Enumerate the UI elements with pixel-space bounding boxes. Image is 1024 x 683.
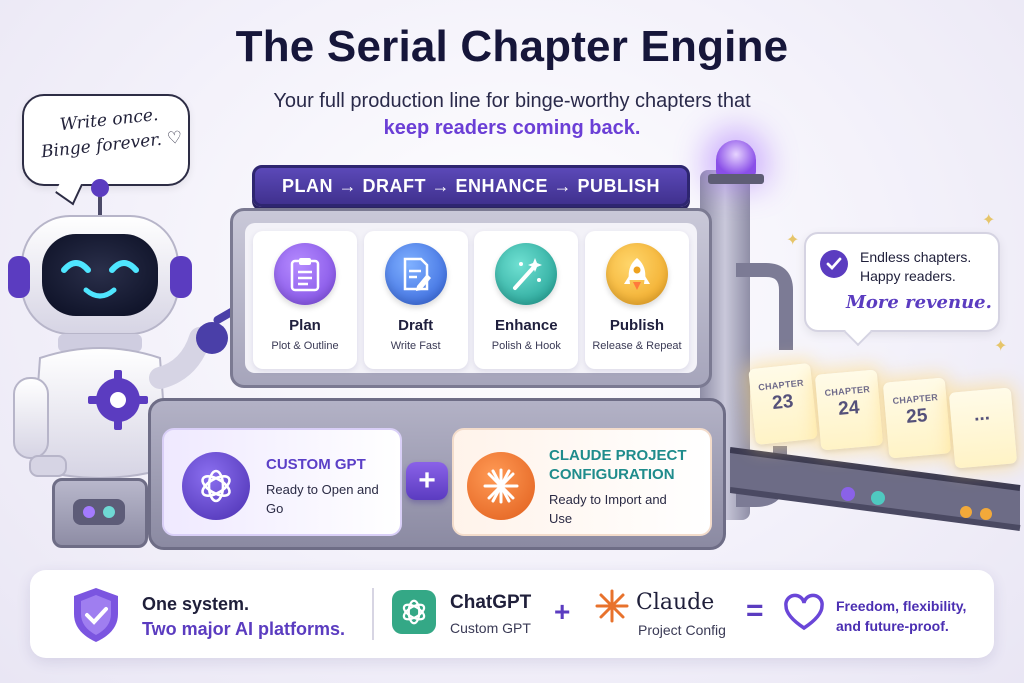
step-label: Enhance — [495, 317, 558, 334]
page-title: The Serial Chapter Engine — [235, 22, 789, 71]
chapter-number: ... — [973, 403, 991, 426]
beacon-lamp-base — [708, 174, 764, 184]
step-plan: Plan Plot & Outline — [253, 231, 357, 369]
rocket-icon — [605, 243, 668, 305]
step-label: Publish — [609, 317, 665, 334]
speech-bubble-right: Endless chapters. Happy readers. More re… — [804, 232, 1000, 347]
chatgpt-title: ChatGPT — [450, 592, 532, 613]
step-enhance: Enhance Polish & Hook — [474, 231, 579, 369]
step-sub: Plot & Outline — [271, 340, 339, 352]
chapter-card: CHAPTER 23 — [748, 362, 818, 446]
chapter-card: ... — [948, 387, 1018, 469]
steps-row: Plan Plot & Outline Draft Write Fast Enh… — [245, 223, 697, 373]
claude-star-icon — [595, 589, 629, 623]
heart-icon — [784, 593, 824, 631]
divider — [372, 588, 374, 640]
steps-panel: Plan Plot & Outline Draft Write Fast Enh… — [230, 208, 712, 388]
plus-badge: + — [406, 462, 448, 500]
claude-title: Claude — [636, 590, 715, 615]
custom-gpt-title: CUSTOM GPT — [266, 456, 366, 473]
subtitle-highlight: keep readers coming back. — [383, 117, 641, 139]
sparkle-icon: ✦ — [994, 338, 1008, 355]
step-label: Draft — [398, 317, 434, 334]
speech-bubble-left: Write once. Binge forever. ♡ — [22, 94, 190, 206]
clipboard-icon — [274, 243, 336, 305]
chapter-number: 24 — [837, 397, 861, 420]
bubble-right-accent: More revenue. — [846, 292, 992, 313]
claude-project-sub: Ready to Import and Use — [549, 492, 667, 526]
chapter-number: 23 — [771, 390, 795, 415]
conveyor-belt — [730, 447, 1021, 531]
magic-wand-icon — [495, 243, 558, 305]
step-label: Plan — [289, 317, 321, 334]
bubble-right-text: Endless chapters. Happy readers. — [860, 249, 972, 284]
step-sub: Polish & Hook — [491, 340, 561, 352]
equals-symbol: = — [746, 594, 764, 627]
bottom-line-2: Two major AI platforms. — [142, 619, 346, 639]
sparkle-icon: ✦ — [786, 232, 800, 249]
robot-mascot — [8, 179, 239, 479]
beacon-lamp — [716, 140, 756, 176]
custom-gpt-sub: Ready to Open and Go — [266, 482, 379, 516]
pipeline-stage-bar: PLAN → DRAFT → ENHANCE → PUBLISH — [252, 165, 690, 207]
chatgpt-logo-icon — [392, 590, 436, 634]
page-subtitle: Your full production line for binge-wort… — [250, 88, 774, 142]
pipeline-label: PLAN → DRAFT → ENHANCE → PUBLISH — [281, 175, 660, 196]
check-circle-icon — [820, 250, 848, 278]
claude-sub: Project Config — [638, 622, 726, 638]
bottom-result-text: Freedom, flexibility, and future-proof. — [836, 598, 967, 634]
chapter-card: CHAPTER 25 — [882, 377, 952, 459]
bottom-summary-bar — [30, 570, 994, 658]
subtitle-text: Your full production line for binge-wort… — [273, 90, 751, 112]
stand-lights — [73, 499, 125, 525]
plus-symbol: + — [554, 596, 571, 627]
step-sub: Release & Repeat — [592, 340, 682, 352]
chatgpt-sub: Custom GPT — [450, 620, 531, 636]
bottom-line-1: One system. — [142, 594, 250, 614]
robot-stand — [52, 478, 148, 548]
bubble-left-text: Write once. Binge forever. ♡ — [40, 104, 184, 163]
claude-logo-icon — [467, 452, 535, 520]
sparkle-icon: ✦ — [982, 212, 996, 229]
chapter-number: 25 — [905, 405, 929, 428]
claude-project-title: CLAUDE PROJECT CONFIGURATION — [549, 447, 687, 483]
chapter-card: CHAPTER 24 — [814, 369, 884, 451]
document-pen-icon — [384, 243, 447, 305]
bubble-tail — [843, 317, 873, 347]
openai-logo-icon — [182, 452, 250, 520]
step-draft: Draft Write Fast — [363, 231, 468, 369]
shield-check-icon — [74, 588, 118, 642]
step-sub: Write Fast — [390, 340, 441, 352]
step-publish: Publish Release & Repeat — [584, 231, 689, 369]
